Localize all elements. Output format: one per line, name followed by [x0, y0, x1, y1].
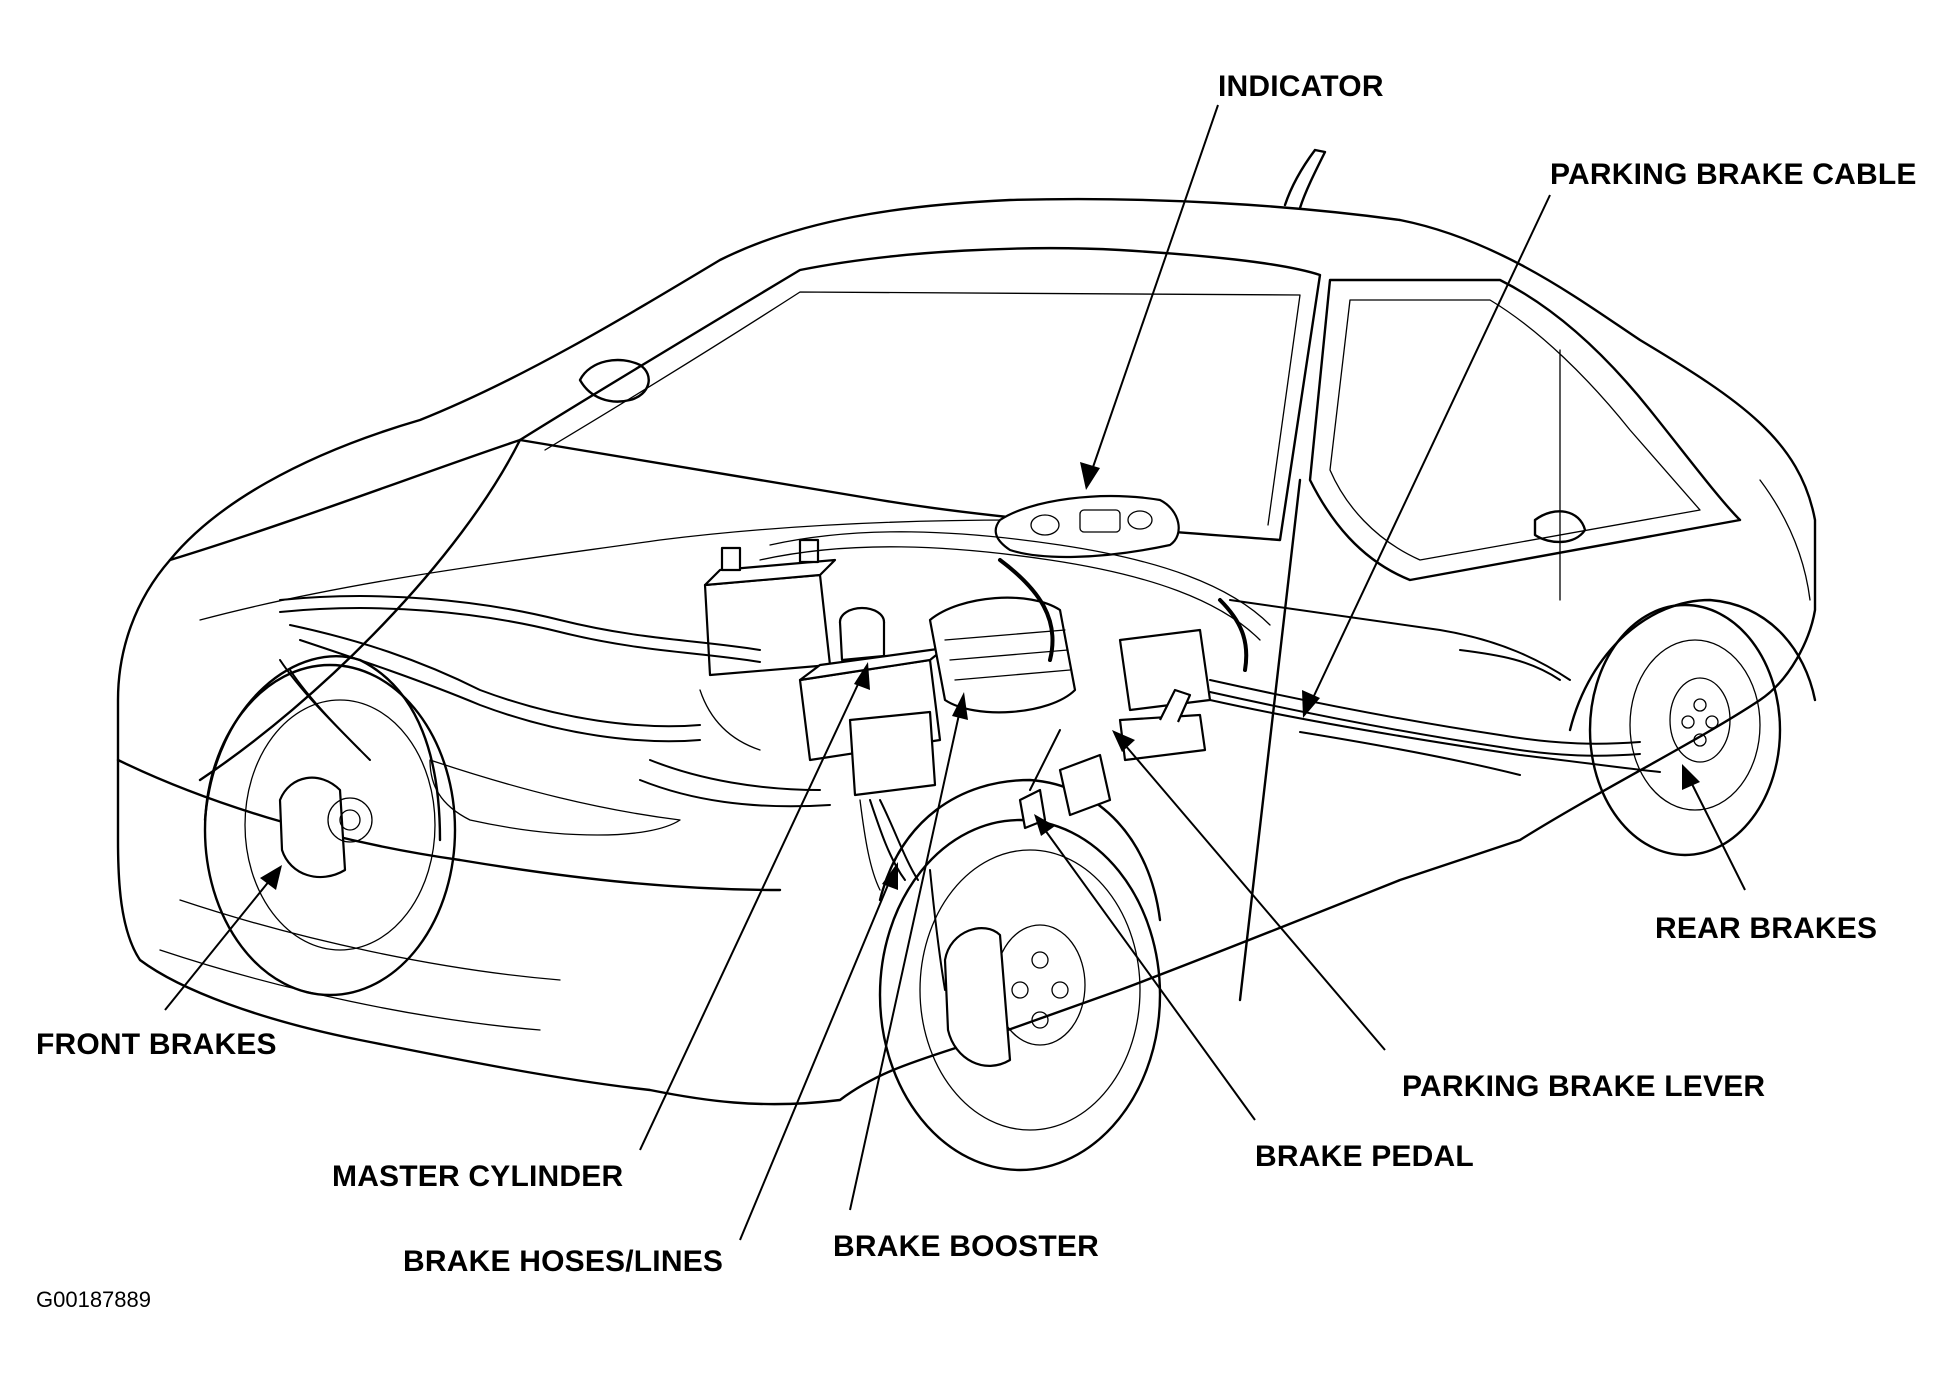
battery — [703, 538, 837, 677]
figure-id: G00187889 — [36, 1287, 151, 1312]
leader-lines — [164, 104, 1746, 1241]
label-parking-brake-cable: PARKING BRAKE CABLE — [1550, 158, 1917, 191]
brake-booster-unit — [928, 596, 1077, 714]
rear-wheel — [1588, 603, 1782, 857]
label-brake-pedal: BRAKE PEDAL — [1255, 1140, 1474, 1173]
label-front-brakes: FRONT BRAKES — [36, 1028, 277, 1061]
label-rear-brakes: REAR BRAKES — [1655, 912, 1878, 945]
abs-modulator — [1058, 628, 1212, 817]
label-brake-hoses-lines: BRAKE HOSES/LINES — [403, 1245, 724, 1278]
label-indicator: INDICATOR — [1218, 70, 1384, 103]
front-right-wheel — [878, 818, 1162, 1172]
parking-brake-cable-line — [1209, 699, 1661, 776]
front-left-wheel — [203, 663, 457, 997]
car-body — [116, 148, 1817, 1106]
dashboard-indicator — [994, 495, 1180, 559]
label-parking-brake-lever: PARKING BRAKE LEVER — [1402, 1070, 1766, 1103]
label-master-cylinder: MASTER CYLINDER — [332, 1160, 624, 1193]
brake-lines — [279, 531, 1641, 991]
label-brake-booster: BRAKE BOOSTER — [833, 1230, 1099, 1263]
